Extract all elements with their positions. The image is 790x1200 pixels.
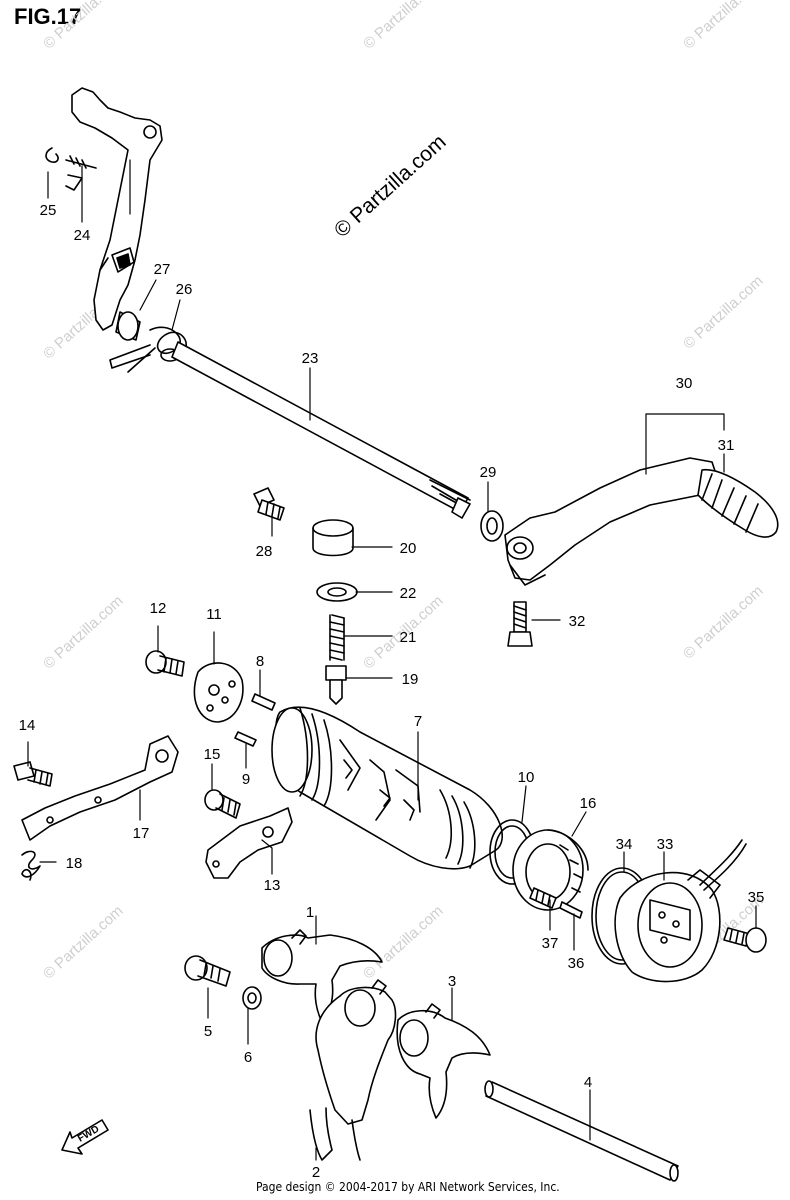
callout-2: 2	[312, 1164, 320, 1181]
callout-33: 33	[657, 836, 674, 853]
part-19-stopper[interactable]	[325, 665, 347, 705]
part-35-bolt[interactable]	[723, 927, 767, 953]
callout-8: 8	[256, 653, 264, 670]
callout-23: 23	[302, 350, 319, 367]
callout-17: 17	[133, 825, 150, 842]
callout-22: 22	[400, 585, 417, 602]
figure-title: FIG.17	[14, 4, 82, 29]
callout-30: 30	[676, 375, 693, 392]
part-number-labels: 1 2 3 4 5 6 7 8 9 10 11 12 13 14 15 16 1…	[19, 202, 765, 1181]
part-23-shaft[interactable]	[171, 341, 471, 519]
callout-16: 16	[580, 795, 597, 812]
fwd-arrow-icon: FWD	[61, 1119, 109, 1155]
part-20-plug[interactable]	[312, 519, 354, 557]
part-27-collar[interactable]	[115, 311, 141, 341]
callout-14: 14	[19, 717, 36, 734]
callout-24: 24	[74, 227, 91, 244]
callout-11: 11	[206, 606, 222, 623]
callout-21: 21	[400, 629, 417, 646]
part-33-position-switch[interactable]	[614, 839, 747, 983]
part-2-shift-fork[interactable]	[309, 979, 397, 1161]
callout-27: 27	[154, 261, 171, 278]
part-7-shift-cam[interactable]	[271, 706, 504, 870]
part-18-spring[interactable]	[21, 850, 41, 881]
part-28-bolt[interactable]	[253, 487, 285, 521]
part-26-spring[interactable]	[109, 326, 187, 373]
callout-6: 6	[244, 1049, 252, 1066]
callout-10: 10	[518, 769, 535, 786]
callout-19: 19	[402, 671, 419, 688]
part-24-shift-lever[interactable]	[71, 87, 163, 331]
part-29-oil-seal[interactable]	[480, 510, 504, 542]
callout-29: 29	[480, 464, 497, 481]
part-4-fork-shaft[interactable]	[484, 1080, 679, 1182]
callout-7: 7	[414, 713, 422, 730]
callout-35: 35	[748, 889, 765, 906]
callout-4: 4	[584, 1074, 592, 1091]
callout-9: 9	[242, 771, 250, 788]
callout-28: 28	[256, 543, 273, 560]
callout-26: 26	[176, 281, 193, 298]
part-11-cam-plate[interactable]	[193, 662, 244, 723]
part-12-screw[interactable]	[145, 650, 185, 677]
callout-37: 37	[542, 935, 559, 952]
callout-25: 25	[40, 202, 57, 219]
callout-34: 34	[616, 836, 633, 853]
footer-copyright: Page design © 2004-2017 by ARI Network S…	[256, 1180, 560, 1194]
part-21-spring[interactable]	[329, 614, 345, 661]
part-3-shift-fork[interactable]	[396, 1003, 491, 1119]
part-17-cam-stopper[interactable]	[21, 735, 179, 841]
callout-12: 12	[150, 600, 167, 617]
part-30-shift-pedal[interactable]	[504, 457, 719, 586]
callout-1: 1	[306, 904, 314, 921]
part-8-pin[interactable]	[251, 693, 276, 711]
part-5-screw[interactable]	[184, 955, 231, 987]
callout-36: 36	[568, 955, 585, 972]
part-16-cam-bearing[interactable]	[512, 829, 589, 911]
part-9-pin[interactable]	[234, 731, 257, 747]
callout-32: 32	[569, 613, 586, 630]
part-25-clip[interactable]	[45, 147, 59, 163]
part-36-pin[interactable]	[559, 901, 583, 919]
callout-5: 5	[204, 1023, 212, 1040]
part-1-shift-fork[interactable]	[261, 929, 383, 1023]
callout-20: 20	[400, 540, 417, 557]
callout-31: 31	[718, 437, 735, 454]
part-15-bolt[interactable]	[204, 789, 241, 819]
part-32-bolt[interactable]	[507, 601, 533, 647]
part-31-pedal-rubber[interactable]	[697, 468, 779, 538]
part-6-washer[interactable]	[242, 986, 262, 1010]
callout-13: 13	[264, 877, 281, 894]
part-22-washer[interactable]	[316, 582, 358, 602]
part-14-bolt[interactable]	[13, 761, 53, 787]
part-13-plate[interactable]	[205, 807, 293, 879]
leader-lines	[27, 159, 757, 1161]
callout-18: 18	[66, 855, 83, 872]
callout-15: 15	[204, 746, 221, 763]
callout-3: 3	[448, 973, 456, 990]
part-24-pin[interactable]	[65, 155, 97, 191]
